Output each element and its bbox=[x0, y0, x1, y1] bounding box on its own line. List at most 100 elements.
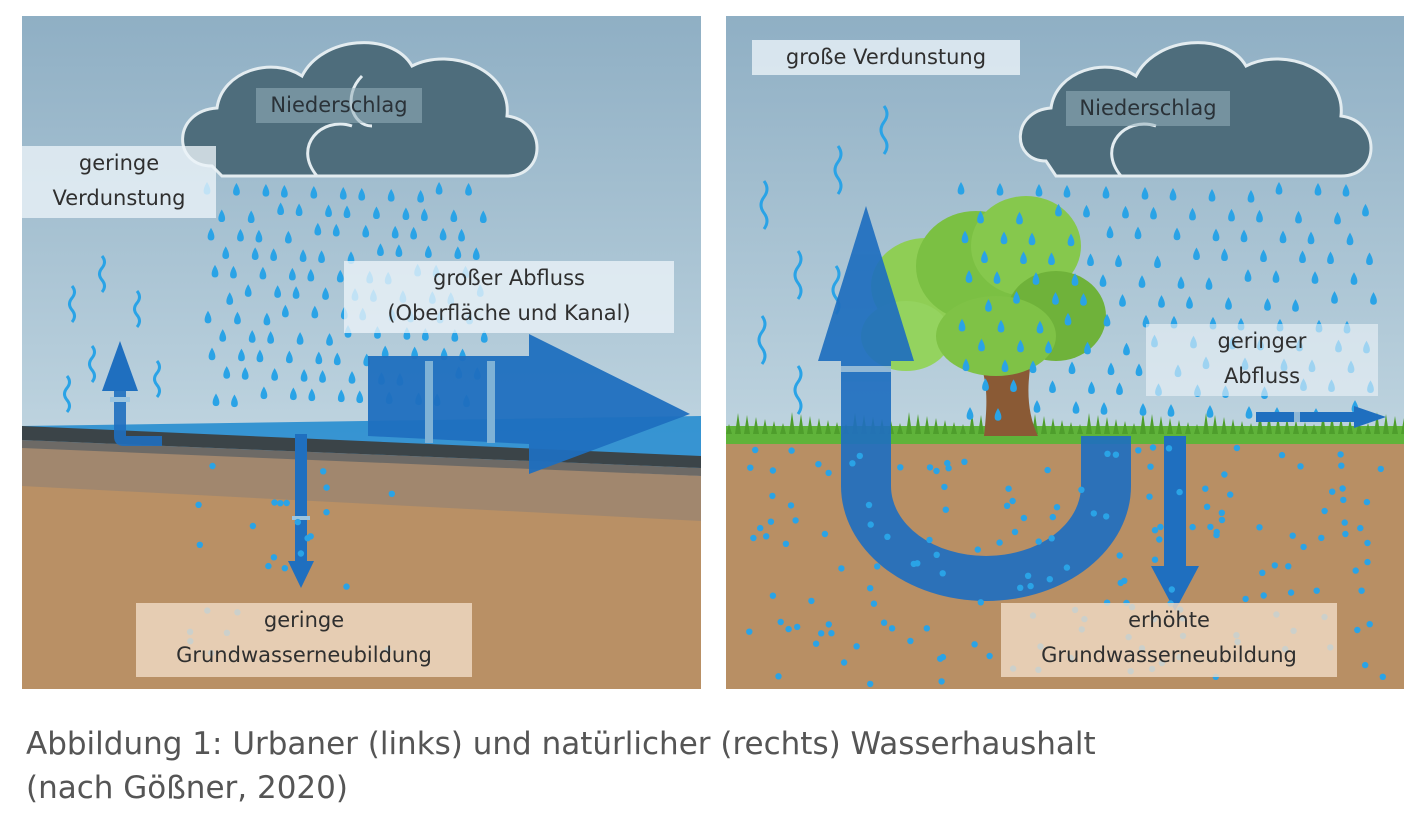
evaporation-line-1: geringe bbox=[78, 151, 160, 175]
rain-drop bbox=[958, 318, 966, 332]
seepage-dot bbox=[1202, 485, 1209, 492]
rain-drop bbox=[1115, 254, 1122, 268]
seepage-dot bbox=[1011, 528, 1019, 536]
rain-drop bbox=[1275, 182, 1283, 195]
seepage-dot bbox=[1151, 556, 1159, 563]
seepage-dot bbox=[945, 465, 952, 472]
seepage-dot bbox=[1116, 552, 1123, 559]
rain-drop bbox=[1228, 208, 1235, 222]
rain-drop bbox=[212, 393, 220, 407]
seepage-dot bbox=[1297, 463, 1304, 470]
rain-drop bbox=[263, 312, 271, 326]
seepage-dot bbox=[1203, 503, 1211, 510]
seepage-dot bbox=[1362, 661, 1369, 669]
rain-drop bbox=[965, 270, 973, 283]
water-cycle-arrow bbox=[818, 206, 1131, 601]
figure-caption: Abbildung 1: Urbaner (links) und natürli… bbox=[26, 722, 1406, 810]
seepage-dot bbox=[1337, 451, 1344, 458]
rain-drop bbox=[237, 228, 244, 242]
rain-drop bbox=[234, 311, 241, 325]
runoff-label: großer Abfluss (Oberfläche und Kanal) bbox=[344, 261, 674, 333]
seepage-dot bbox=[1259, 569, 1266, 576]
rain-drop bbox=[377, 243, 384, 256]
seepage-dot bbox=[1090, 510, 1097, 517]
seepage-dot bbox=[277, 500, 284, 507]
rain-drop bbox=[311, 305, 319, 319]
rain-drop bbox=[238, 348, 245, 362]
seepage-dot bbox=[1024, 572, 1032, 579]
rain-drop bbox=[1350, 272, 1358, 285]
rain-drop bbox=[480, 330, 488, 343]
seepage-dot bbox=[270, 554, 278, 561]
rain-drop bbox=[358, 188, 366, 201]
rain-drop bbox=[1088, 381, 1095, 394]
rain-drop bbox=[1083, 204, 1090, 218]
seepage-dot bbox=[1339, 485, 1346, 492]
seepage-dot bbox=[1342, 530, 1349, 538]
seepage-dot bbox=[767, 518, 775, 525]
rain-drop bbox=[1177, 276, 1185, 289]
rain-drop bbox=[1071, 273, 1079, 286]
rain-drop bbox=[288, 267, 296, 281]
seepage-dot bbox=[763, 533, 770, 540]
rain-drop bbox=[1068, 361, 1076, 375]
rain-drop bbox=[300, 369, 308, 382]
rain-drop bbox=[1028, 232, 1036, 246]
evaporation-label: große Verdunstung bbox=[752, 40, 1020, 75]
rain-drop bbox=[1366, 252, 1373, 266]
groundwater-line-2: Grundwasserneubildung bbox=[1041, 643, 1297, 667]
rain-drop bbox=[1212, 228, 1220, 242]
rain-drop bbox=[1080, 293, 1087, 306]
runoff-line-2: (Oberfläche und Kanal) bbox=[387, 301, 631, 325]
rain-drop bbox=[211, 264, 219, 278]
seepage-dot bbox=[1176, 488, 1183, 496]
rain-drop bbox=[277, 202, 285, 216]
seepage-dot bbox=[265, 562, 272, 570]
seepage-dot bbox=[939, 653, 947, 661]
rain-drop bbox=[1225, 297, 1232, 310]
seepage-dot bbox=[1003, 502, 1011, 509]
seepage-dot bbox=[1009, 497, 1016, 505]
rain-drop bbox=[1208, 189, 1216, 202]
rain-drop bbox=[1264, 298, 1271, 311]
precipitation-label: Niederschlag bbox=[256, 88, 422, 123]
seepage-dot bbox=[1165, 445, 1173, 452]
seepage-dot bbox=[1364, 539, 1371, 547]
seepage-dot bbox=[1135, 447, 1142, 454]
rain-drop bbox=[420, 208, 428, 222]
seepage-dot bbox=[1352, 567, 1359, 574]
rain-drop bbox=[402, 207, 410, 221]
runoff-label: geringer Abfluss bbox=[1146, 324, 1378, 396]
seepage-dot bbox=[785, 625, 792, 633]
seepage-dot bbox=[1358, 587, 1365, 594]
rain-drop bbox=[1141, 187, 1149, 200]
rain-drop bbox=[424, 245, 432, 258]
seepage-dot bbox=[825, 621, 832, 628]
rain-drop bbox=[218, 209, 226, 223]
rain-drop bbox=[1247, 190, 1255, 203]
rain-drop bbox=[322, 287, 329, 300]
rain-drop bbox=[472, 247, 480, 260]
seepage-dot bbox=[808, 597, 815, 605]
seepage-dot bbox=[874, 563, 881, 570]
rain-drop bbox=[314, 222, 322, 236]
seepage-dot bbox=[1112, 451, 1120, 458]
seepage-dot bbox=[1357, 524, 1364, 532]
rain-drop bbox=[1017, 339, 1024, 353]
rain-drop bbox=[1299, 250, 1306, 264]
seepage-dot bbox=[821, 530, 829, 538]
seepage-dot bbox=[865, 501, 873, 509]
seepage-dot bbox=[1005, 485, 1012, 492]
rain-drop bbox=[319, 370, 326, 383]
rain-drop bbox=[1206, 405, 1214, 418]
rain-drop bbox=[966, 407, 974, 420]
seepage-dot bbox=[757, 524, 764, 532]
rain-drop bbox=[1295, 210, 1302, 224]
rain-drop bbox=[326, 333, 333, 346]
rain-drop bbox=[1256, 209, 1263, 223]
groundwater-label: geringe Grundwasserneubildung bbox=[136, 603, 472, 677]
seepage-dot bbox=[1313, 587, 1320, 594]
seepage-dot bbox=[849, 460, 856, 467]
seepage-dot bbox=[747, 464, 754, 471]
rain-drop bbox=[994, 408, 1002, 421]
